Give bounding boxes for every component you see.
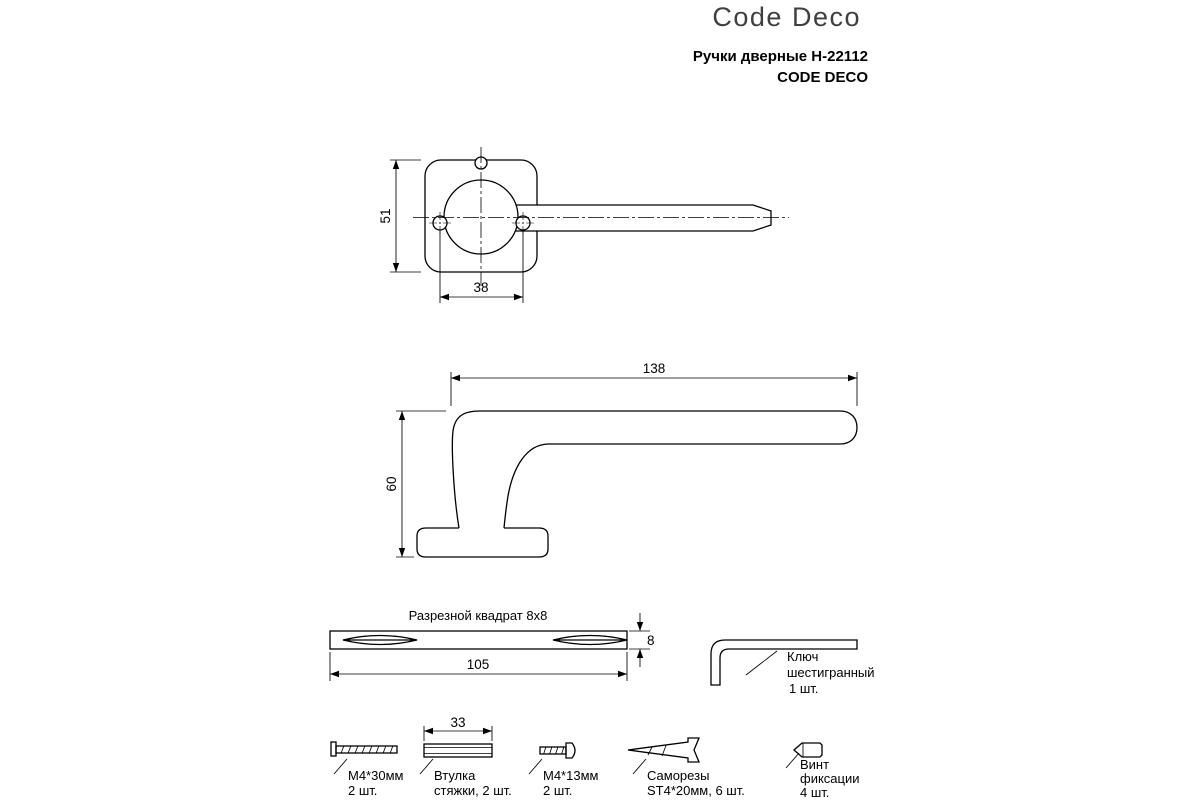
self-tapping-threads: [647, 745, 667, 757]
sleeve-dim-label: 33: [450, 715, 465, 730]
self-tapping-name: Саморезы: [647, 768, 709, 783]
spindle-split-right: [552, 634, 628, 646]
self-tapping-shape: [627, 737, 700, 763]
bolt-qty: 2 шт.: [348, 783, 377, 798]
set-screw-name-2: фиксации: [800, 771, 860, 786]
side-view: 138 60: [384, 361, 858, 558]
sleeve-body: [423, 743, 493, 758]
title-block: Ручки дверные Н-22112 CODE DECO: [693, 46, 868, 88]
dimension-105: 105: [329, 652, 628, 681]
self-tapping-spec: ST4*20мм, 6 шт.: [647, 783, 745, 798]
dimension-33: 33: [423, 715, 493, 741]
sleeve-bore-lines: [424, 747, 492, 754]
fastener-m4-30: M4*30мм 2 шт.: [330, 741, 404, 798]
dimension-60: 60: [384, 410, 446, 558]
spindle-drawing: Разрезной квадрат 8х8 8 105: [329, 608, 655, 681]
bolt-threads: [340, 745, 394, 754]
dim-section-label: 8: [647, 633, 655, 648]
sleeve-leader: [419, 758, 434, 775]
screw-threads: [543, 746, 565, 755]
self-tapping-leader: [632, 758, 647, 775]
bolt-leader: [333, 758, 348, 775]
dim-length-label: 105: [467, 657, 490, 672]
set-screw-leader: [785, 752, 800, 769]
sleeve-name-1: Втулка: [434, 768, 476, 783]
bolt-head: [330, 741, 337, 757]
dimension-38: 38: [439, 231, 524, 303]
set-screw-name-1: Винт: [800, 757, 829, 772]
lever-top-view: [514, 204, 772, 232]
hex-key-leader: [745, 650, 778, 676]
screw-name: M4*13мм: [543, 768, 599, 783]
dim-height-label: 60: [384, 476, 399, 491]
fastener-m4-13: M4*13мм 2 шт.: [528, 742, 599, 798]
dimension-8: 8: [629, 613, 655, 667]
brand-logo: Code Deco: [712, 2, 861, 32]
bolt-shank: [335, 745, 398, 754]
dimension-138: 138: [450, 361, 858, 406]
bolt-name: M4*30мм: [348, 768, 404, 783]
left-hole-centermark: [429, 212, 451, 234]
dim-length-label: 138: [643, 361, 666, 376]
dim-hole-spacing-label: 38: [473, 280, 488, 295]
screw-head: [565, 742, 576, 759]
hex-key-drawing: Ключ шестигранный 1 шт.: [710, 639, 875, 696]
screw-leader: [528, 758, 543, 775]
spindle-title: Разрезной квадрат 8х8: [409, 608, 548, 623]
right-hole-centermark: [512, 212, 534, 234]
hex-key-shape: [710, 639, 858, 686]
rosette-side: [416, 527, 549, 558]
hex-key-name-1: Ключ: [787, 649, 818, 664]
screw-qty: 2 шт.: [543, 783, 572, 798]
brand-subtitle: CODE DECO: [777, 69, 868, 86]
hex-key-qty: 1 шт.: [789, 681, 818, 696]
front-view: 51 38: [378, 147, 789, 303]
fastener-set-screw: Винт фиксации 4 шт.: [785, 742, 860, 800]
handle-profile: [451, 410, 858, 529]
dimension-51: 51: [378, 159, 421, 273]
fastener-sleeve: 33 Втулка стяжки, 2 шт.: [419, 715, 512, 798]
fastener-self-tapping: Саморезы ST4*20мм, 6 шт.: [627, 737, 745, 798]
set-screw-qty: 4 шт.: [800, 785, 829, 800]
set-screw-shape: [793, 742, 823, 758]
spindle-split-left: [342, 634, 418, 646]
hex-key-name-2: шестигранный: [787, 665, 875, 680]
sleeve-name-2: стяжки, 2 шт.: [434, 783, 512, 798]
dim-height-label: 51: [378, 208, 393, 223]
product-title: Ручки дверные Н-22112: [692, 48, 868, 65]
